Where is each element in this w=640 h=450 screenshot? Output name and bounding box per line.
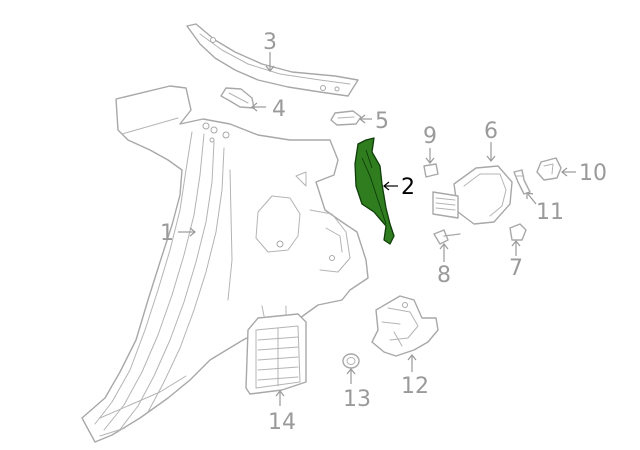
- callout-label-14: 14: [268, 410, 296, 435]
- part-small-pad[interactable]: [423, 163, 439, 178]
- callout-label-5: 5: [375, 109, 389, 134]
- callout-label-11: 11: [536, 200, 564, 225]
- callout-label-12: 12: [401, 374, 429, 399]
- callout-label-13: 13: [343, 387, 371, 412]
- part-roof-rail[interactable]: [186, 23, 359, 97]
- part-quarter-panel[interactable]: [81, 85, 369, 443]
- arrowhead-11: [526, 192, 534, 199]
- callout-label-9: 9: [423, 124, 437, 149]
- arrowhead-5: [359, 114, 366, 124]
- callout-label-7: 7: [509, 256, 523, 281]
- part-spring[interactable]: [513, 169, 531, 195]
- arrowhead-12: [407, 354, 417, 361]
- part-bumper-stop[interactable]: [509, 223, 527, 241]
- callout-line-11: [527, 193, 537, 205]
- arrowhead-6: [486, 155, 496, 162]
- arrowhead-4: [251, 102, 258, 112]
- part-grommet[interactable]: [342, 353, 360, 369]
- part-clip[interactable]: [536, 157, 562, 181]
- arrowhead-10: [561, 167, 568, 177]
- arrowhead-7: [511, 240, 521, 247]
- callout-label-3: 3: [263, 30, 277, 55]
- arrowhead-14: [275, 390, 285, 397]
- callout-label-2: 2: [401, 175, 415, 200]
- callout-label-1: 1: [160, 221, 174, 246]
- arrowhead-8: [439, 243, 449, 250]
- callout-label-4: 4: [272, 97, 286, 122]
- arrowhead-3: [265, 65, 275, 72]
- arrowhead-2: [383, 181, 390, 191]
- part-filler-housing[interactable]: [371, 295, 439, 357]
- arrowhead-13: [346, 368, 356, 375]
- part-small-bracket[interactable]: [220, 87, 255, 109]
- part-filler-piece[interactable]: [330, 110, 362, 126]
- part-screw[interactable]: [433, 229, 461, 245]
- part-fuel-door[interactable]: [432, 165, 513, 225]
- arrowhead-9: [425, 157, 435, 164]
- callout-label-6: 6: [484, 119, 498, 144]
- callout-label-10: 10: [579, 161, 607, 186]
- part-inner-bracket[interactable]: [354, 137, 395, 245]
- arrowhead-1: [189, 227, 196, 237]
- callout-label-8: 8: [437, 263, 451, 288]
- part-vent-grille[interactable]: [245, 305, 307, 395]
